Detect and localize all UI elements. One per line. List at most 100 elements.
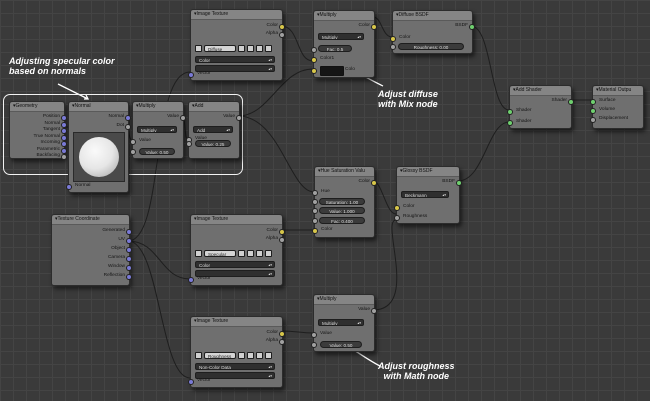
image-name-field[interactable]: Roughness	[204, 352, 236, 359]
output-value-socket[interactable]	[371, 308, 377, 314]
fake-user-icon[interactable]	[238, 352, 245, 359]
glossy-bsdf-node[interactable]: Glossy BSDF BSDF Beckmann Color Roughnes…	[394, 166, 462, 224]
output-camera-socket[interactable]	[126, 256, 132, 262]
image-texture-node-specular[interactable]: Image Texture Color Alpha Specular Color…	[188, 214, 285, 286]
node-header[interactable]: Image Texture	[191, 215, 282, 225]
output-value-socket[interactable]	[236, 115, 242, 121]
material-output-node[interactable]: Material Outpu Surface Volume Displaceme…	[590, 85, 644, 129]
output-backfacing-socket[interactable]	[61, 154, 67, 160]
input-value2-socket[interactable]	[130, 149, 136, 155]
output-color-socket[interactable]	[371, 180, 377, 186]
output-parametric-socket[interactable]	[61, 147, 67, 154]
input-surface-socket[interactable]	[590, 99, 596, 105]
math-multiply-roughness-node[interactable]: Multiply Value Multiply Value Value: 0.5…	[311, 294, 377, 352]
input-saturation-socket[interactable]	[312, 199, 318, 205]
input-fac-socket[interactable]	[311, 47, 317, 53]
input-displacement-socket[interactable]	[590, 117, 596, 123]
input-color-socket[interactable]	[394, 205, 400, 211]
open-image-icon[interactable]	[256, 352, 263, 359]
image-browse-icon[interactable]	[195, 352, 202, 359]
value-field[interactable]: Value: 1.000	[319, 207, 365, 214]
output-incoming-socket[interactable]	[61, 141, 67, 147]
input-value-socket[interactable]	[312, 208, 318, 214]
output-normal-socket[interactable]	[61, 121, 67, 128]
input-fac-socket[interactable]	[312, 218, 318, 224]
new-image-icon[interactable]	[247, 45, 254, 52]
projection-dropdown[interactable]	[195, 270, 275, 277]
unlink-image-icon[interactable]	[265, 352, 272, 359]
input-vector-socket[interactable]	[188, 379, 194, 385]
color-swatch[interactable]	[320, 66, 344, 76]
node-header[interactable]: Normal	[69, 102, 128, 112]
node-header[interactable]: Image Texture	[191, 10, 282, 20]
unlink-image-icon[interactable]	[265, 45, 272, 52]
fake-user-icon[interactable]	[238, 250, 245, 257]
input-color-socket[interactable]	[390, 36, 396, 42]
input-value1-socket[interactable]	[311, 332, 317, 338]
texture-coordinate-node[interactable]: Texture Coordinate Generated UV Object C…	[51, 214, 132, 286]
add-shader-node[interactable]: Add Shader Shader Shader Shader	[507, 85, 574, 129]
normal-sphere-widget[interactable]	[73, 132, 125, 182]
output-bsdf-socket[interactable]	[469, 24, 475, 30]
node-header[interactable]: Add Shader	[510, 86, 571, 96]
output-color-socket[interactable]	[279, 229, 285, 235]
mix-rgb-multiply-node[interactable]: Multiply Color Multiply Fac: 0.5 Color1 …	[311, 10, 377, 78]
output-shader-socket[interactable]	[568, 99, 574, 105]
saturation-field[interactable]: Saturation: 1.00	[319, 198, 365, 205]
image-browse-icon[interactable]	[195, 45, 202, 52]
node-header[interactable]: Multiply	[314, 295, 374, 305]
node-header[interactable]: Material Outpu	[593, 86, 643, 96]
output-true-normal-socket[interactable]	[61, 134, 67, 141]
node-header[interactable]: Geometry	[10, 102, 64, 112]
output-color-socket[interactable]	[371, 24, 377, 30]
output-generated-socket[interactable]	[126, 229, 132, 235]
output-object-socket[interactable]	[126, 247, 132, 253]
colorspace-dropdown[interactable]: Color	[195, 56, 275, 63]
output-color-socket[interactable]	[279, 24, 285, 30]
output-color-socket[interactable]	[279, 331, 285, 337]
node-header[interactable]: Add	[189, 102, 239, 112]
input-shader1-socket[interactable]	[507, 109, 513, 115]
open-image-icon[interactable]	[256, 250, 263, 257]
fac-field[interactable]: Fac: 0.400	[319, 217, 365, 224]
input-roughness-socket[interactable]	[394, 215, 400, 221]
input-value1-socket[interactable]	[130, 139, 136, 145]
diffuse-bsdf-node[interactable]: Diffuse BSDF BSDF Color Roughness: 0.00	[390, 10, 475, 54]
fake-user-icon[interactable]	[238, 45, 245, 52]
output-tangent-socket[interactable]	[61, 128, 67, 134]
input-shader2-socket[interactable]	[507, 120, 513, 126]
math-multiply-node[interactable]: Multiply Value Multiply Value Value: 0.5…	[130, 101, 186, 159]
new-image-icon[interactable]	[247, 250, 254, 257]
input-vector-socket[interactable]	[188, 277, 194, 283]
blend-mode-dropdown[interactable]: Multiply	[318, 33, 364, 40]
output-value-socket[interactable]	[180, 115, 186, 121]
input-color1-socket[interactable]	[311, 57, 317, 63]
fac-field[interactable]: Fac: 0.5	[318, 45, 352, 52]
hue-saturation-value-node[interactable]: Hue Saturation Valu Color Hue Saturation…	[312, 166, 377, 238]
output-dot-socket[interactable]	[125, 124, 131, 130]
projection-dropdown[interactable]	[195, 372, 275, 379]
input-vector-socket[interactable]	[188, 72, 194, 78]
image-name-field[interactable]: Specular	[204, 250, 236, 257]
roughness-field[interactable]: Roughness: 0.00	[398, 43, 464, 50]
input-value2-socket[interactable]	[311, 342, 317, 348]
output-alpha-socket[interactable]	[279, 339, 285, 345]
geometry-node[interactable]: Geometry Position Normal Tangent True No…	[9, 101, 67, 160]
value-field[interactable]: Value: 0.50	[320, 341, 362, 348]
input-normal-socket[interactable]	[66, 184, 72, 190]
distribution-dropdown[interactable]: Beckmann	[401, 191, 449, 198]
operation-dropdown[interactable]: Multiply	[137, 126, 177, 133]
image-name-field[interactable]: Diffuse	[204, 45, 236, 52]
image-browse-icon[interactable]	[195, 250, 202, 257]
input-roughness-socket[interactable]	[390, 44, 396, 50]
output-alpha-socket[interactable]	[279, 237, 285, 243]
output-bsdf-socket[interactable]	[456, 180, 462, 186]
projection-dropdown[interactable]	[195, 65, 275, 72]
node-header[interactable]: Multiply	[133, 102, 183, 112]
value-field[interactable]: Value: 0.25	[195, 140, 231, 147]
normal-node[interactable]: Normal Normal Dot Normal	[66, 101, 131, 193]
node-header[interactable]: Multiply	[314, 11, 374, 21]
node-header[interactable]: Texture Coordinate	[52, 215, 129, 225]
image-texture-node-diffuse[interactable]: Image Texture Color Alpha Diffuse Color …	[188, 9, 285, 81]
